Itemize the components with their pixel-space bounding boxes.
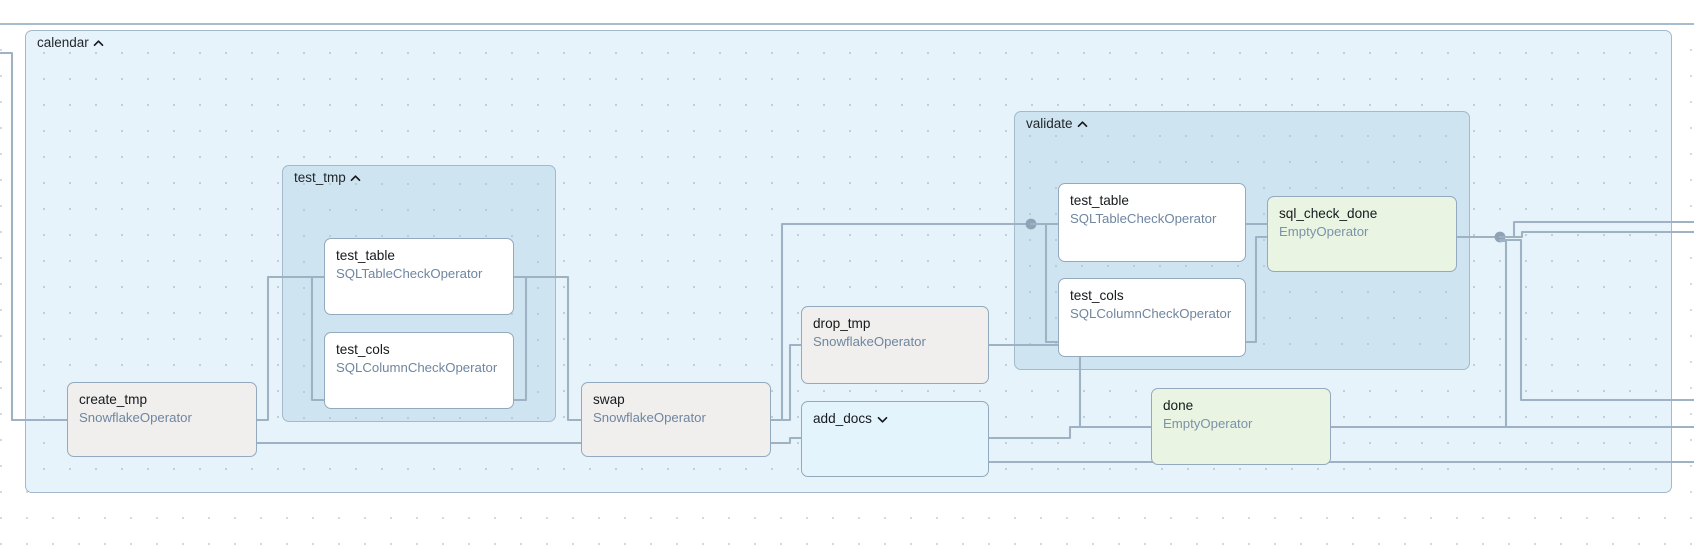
- task-node-test-tmp-test-table[interactable]: test_table SQLTableCheckOperator: [324, 238, 514, 315]
- task-node-done-operator: EmptyOperator: [1163, 416, 1253, 431]
- task-group-calendar-label: calendar: [37, 35, 89, 50]
- task-node-test-tmp-test-table-operator: SQLTableCheckOperator: [336, 266, 483, 281]
- chevron-up-icon[interactable]: [93, 38, 104, 49]
- task-node-validate-test-cols[interactable]: test_cols SQLColumnCheckOperator: [1058, 278, 1246, 357]
- task-node-create-tmp[interactable]: create_tmp SnowflakeOperator: [67, 382, 257, 457]
- task-node-done[interactable]: done EmptyOperator: [1151, 388, 1331, 465]
- task-node-done-label: done: [1163, 398, 1194, 413]
- task-node-drop-tmp[interactable]: drop_tmp SnowflakeOperator: [801, 306, 989, 384]
- task-node-test-tmp-test-table-label: test_table: [336, 248, 395, 263]
- task-node-test-tmp-test-cols[interactable]: test_cols SQLColumnCheckOperator: [324, 332, 514, 409]
- task-group-add-docs-label: add_docs: [813, 411, 872, 426]
- task-group-add-docs-collapsed[interactable]: add_docs: [801, 401, 989, 477]
- task-node-validate-test-cols-label: test_cols: [1070, 288, 1124, 303]
- task-group-validate-header[interactable]: validate: [1026, 116, 1088, 131]
- task-group-test-tmp-header[interactable]: test_tmp: [294, 170, 361, 185]
- task-group-test-tmp-label: test_tmp: [294, 170, 346, 185]
- task-node-swap-operator: SnowflakeOperator: [593, 410, 706, 425]
- task-group-calendar-header[interactable]: calendar: [37, 35, 104, 50]
- task-group-validate-label: validate: [1026, 116, 1073, 131]
- task-node-swap[interactable]: swap SnowflakeOperator: [581, 382, 771, 457]
- chevron-up-icon[interactable]: [350, 173, 361, 184]
- task-node-swap-label: swap: [593, 392, 625, 407]
- task-node-drop-tmp-operator: SnowflakeOperator: [813, 334, 926, 349]
- task-node-test-tmp-test-cols-label: test_cols: [336, 342, 390, 357]
- task-node-test-tmp-test-cols-operator: SQLColumnCheckOperator: [336, 360, 498, 375]
- task-node-sql-check-done[interactable]: sql_check_done EmptyOperator: [1267, 196, 1457, 272]
- chevron-down-icon[interactable]: [877, 414, 888, 425]
- task-node-validate-test-table-label: test_table: [1070, 193, 1129, 208]
- chevron-up-icon[interactable]: [1077, 119, 1088, 130]
- task-node-validate-test-cols-operator: SQLColumnCheckOperator: [1070, 306, 1232, 321]
- task-group-add-docs-header[interactable]: add_docs: [813, 410, 977, 427]
- viewport-top-divider: [0, 23, 1694, 25]
- task-node-validate-test-table-operator: SQLTableCheckOperator: [1070, 211, 1217, 226]
- task-node-create-tmp-label: create_tmp: [79, 392, 148, 407]
- task-node-drop-tmp-label: drop_tmp: [813, 316, 871, 331]
- task-node-sql-check-done-label: sql_check_done: [1279, 206, 1378, 221]
- task-node-validate-test-table[interactable]: test_table SQLTableCheckOperator: [1058, 183, 1246, 262]
- task-node-sql-check-done-operator: EmptyOperator: [1279, 224, 1369, 239]
- task-node-create-tmp-operator: SnowflakeOperator: [79, 410, 192, 425]
